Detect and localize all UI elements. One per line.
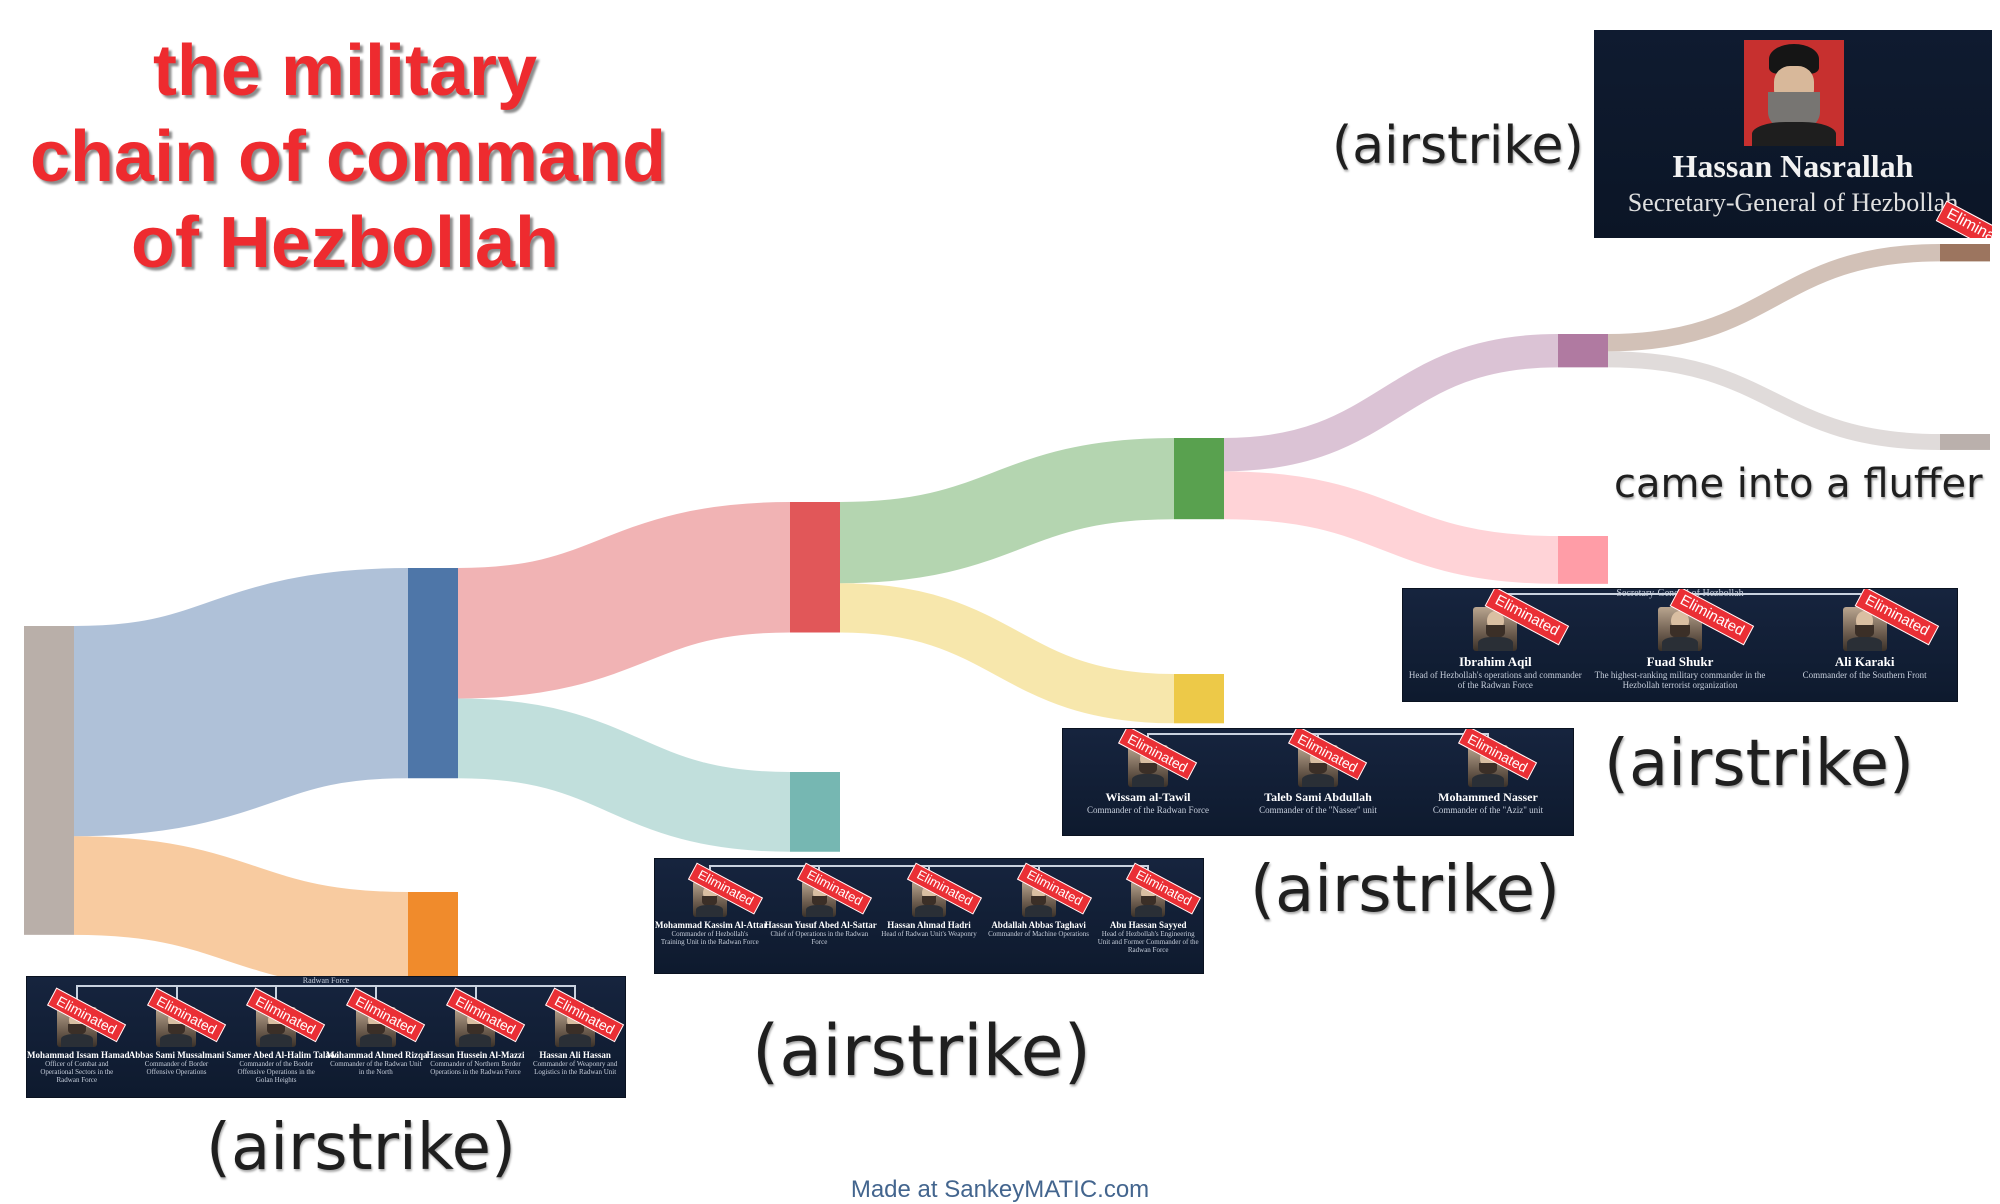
sankey-node-n5 — [1174, 438, 1224, 520]
airstrike-caption-5: (airstrike) — [1332, 116, 1584, 176]
sankey-link-n5-n7 — [1223, 334, 1559, 472]
person-name: Mohammad Ahmed Rizqa — [326, 1050, 428, 1060]
title-line-3: of Hezbollah — [131, 203, 559, 283]
person-name: Hassan Ali Hassan — [539, 1050, 611, 1060]
nasrallah-portrait — [1744, 40, 1844, 146]
fluffer-caption: came into a fluffer — [1614, 461, 1983, 507]
org-branch-line — [75, 985, 78, 1007]
person-role: The highest-ranking military commander i… — [1594, 670, 1766, 691]
sankey-node-n8 — [1558, 536, 1608, 584]
person-name: Abbas Sami Mussalmani — [128, 1050, 225, 1060]
person-role: Officer of Combat and Operational Sector… — [40, 1060, 114, 1085]
sankey-node-n6 — [1174, 674, 1224, 724]
airstrike-caption-3: (airstrike) — [1250, 853, 1560, 927]
person-name: Mohammad Kassim Al-Attar — [655, 920, 768, 930]
org-branch-line — [175, 985, 178, 1007]
person-name: Mohammad Issam Hamad — [27, 1050, 130, 1060]
person-photo — [1021, 881, 1056, 917]
sankey-link-n1-n4 — [457, 698, 791, 852]
person-photo — [1657, 607, 1702, 651]
person-role: Head of Hezbollah's Engineering Unit and… — [1097, 930, 1199, 955]
sankeymatic-credit: Made at SankeyMATIC.com — [850, 1176, 1150, 1203]
sankey-node-n9 — [1940, 244, 1990, 262]
person-role: Commander of the "Aziz" unit — [1432, 805, 1544, 815]
nasrallah-role: Secretary-General of Hezbollah — [1627, 188, 1959, 217]
sankey-node-n3 — [790, 502, 840, 633]
person-name: Wissam al-Tawil — [1105, 790, 1191, 804]
person-role: Commander of the Radwan Unit in the Nort… — [330, 1060, 422, 1077]
person-role: Commander of the Border Offensive Operat… — [237, 1060, 315, 1085]
org-branch-line — [574, 985, 577, 1007]
title-line-2: chain of command — [30, 117, 667, 197]
person-photo — [1842, 607, 1887, 651]
sankey-link-n0-n1 — [72, 568, 410, 837]
sankey-node-n4 — [790, 772, 840, 852]
sankey-node-n2 — [408, 892, 458, 991]
sankey-node-n10 — [1940, 434, 1990, 450]
person-name: Abu Hassan Sayyed — [1109, 920, 1187, 930]
sankey-link-n3-n5 — [839, 438, 1175, 584]
person-role: Commander of Machine Operations — [988, 930, 1090, 938]
person-name: Hassan Ahmad Hadri — [887, 920, 971, 930]
person-name: Mohammed Nasser — [1438, 790, 1538, 804]
nasrallah-name: Hassan Nasrallah — [1672, 148, 1914, 184]
sankey-links — [72, 244, 1941, 991]
org-branch-line — [275, 985, 278, 1007]
airstrike-caption-1: (airstrike) — [206, 1111, 516, 1185]
org-branch-line — [374, 985, 377, 1007]
sankey-node-n7 — [1558, 334, 1608, 368]
person-role: Head of Radwan Unit's Weaponry — [881, 930, 977, 938]
org-parent-label: Radwan Force — [302, 976, 350, 985]
sankey-link-n3-n6 — [839, 583, 1175, 724]
person-name: Fuad Shukr — [1646, 654, 1714, 669]
airstrike-caption-2: (airstrike) — [752, 1010, 1091, 1092]
org-branch-line — [474, 985, 477, 1007]
person-role: Commander of Border Offensive Operations — [144, 1060, 209, 1077]
person-role: Commander of Hezbollah's Training Unit i… — [660, 930, 759, 947]
person-role: Head of Hezbollah's operations and comma… — [1408, 670, 1582, 691]
nasrallah-card: Hassan Nasrallah Secretary-General of He… — [1594, 30, 1992, 238]
sankey-link-n1-n3 — [457, 502, 791, 699]
person-role: Commander of Northern Border Operations … — [430, 1060, 521, 1077]
sankey-link-n5-n8 — [1223, 471, 1559, 584]
person-name: Hassan Hussein Al-Mazzi — [426, 1050, 525, 1060]
sankey-link-n7-n10 — [1607, 351, 1941, 450]
page-title: the military chain of command of Hezboll… — [30, 28, 667, 286]
person-name: Samer Abed Al-Halim Talawi — [226, 1050, 339, 1060]
person-name: Taleb Sami Abdullah — [1264, 790, 1372, 804]
sankey-link-n7-n9 — [1607, 244, 1941, 352]
person-role: Commander of the Southern Front — [1802, 670, 1927, 680]
sankey-node-n1 — [408, 568, 458, 779]
person-role: Chief of Operations in the Radwan Force — [770, 930, 869, 947]
person-role: Commander of Weaponry and Logistics in t… — [533, 1060, 618, 1077]
sankey-node-n0 — [24, 626, 74, 935]
sankey-link-n0-n2 — [73, 836, 409, 991]
airstrike-caption-4: (airstrike) — [1604, 727, 1914, 801]
person-name: Ibrahim Aqil — [1459, 654, 1532, 669]
org-connector-line — [76, 985, 576, 987]
person-role: Commander of the "Nasser" unit — [1259, 805, 1377, 815]
person-name: Ali Karaki — [1834, 654, 1895, 669]
title-line-1: the military — [152, 31, 538, 111]
sankey-nodes — [24, 244, 1990, 991]
person-name: Abdallah Abbas Taghavi — [991, 920, 1086, 930]
person-name: Hassan Yusuf Abed Al-Sattar — [764, 920, 877, 930]
person-role: Commander of the Radwan Force — [1087, 805, 1209, 815]
